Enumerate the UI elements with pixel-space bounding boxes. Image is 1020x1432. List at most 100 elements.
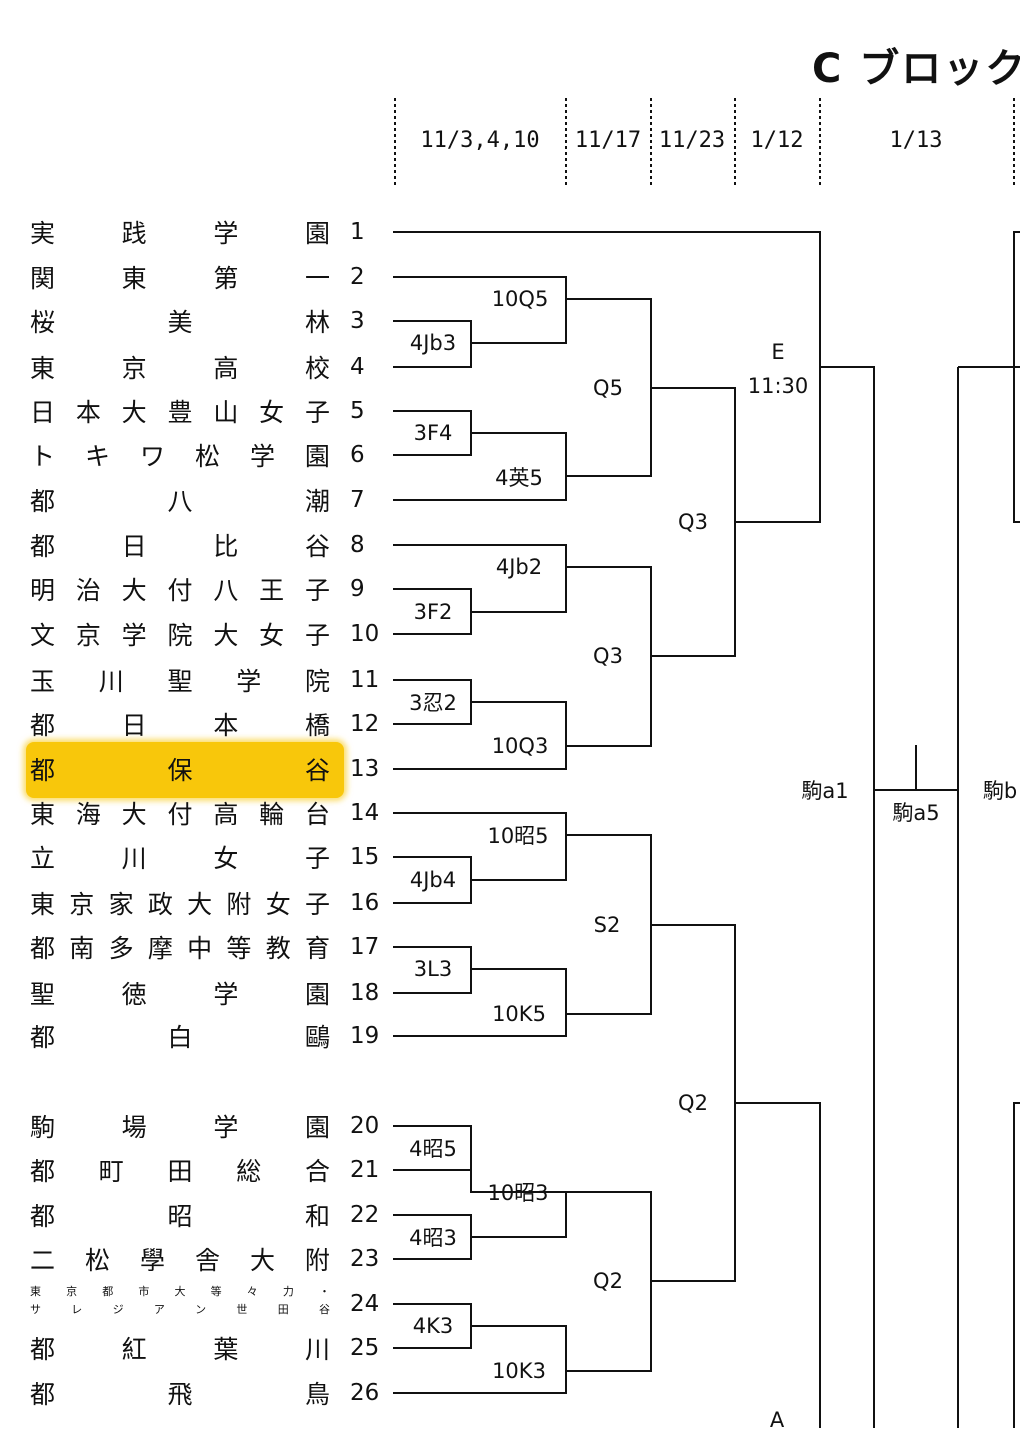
team-char: 育 — [304, 934, 330, 963]
team-char: 立 — [30, 844, 56, 873]
team-char: 京 — [69, 890, 95, 919]
team-char: 鷗 — [304, 1023, 330, 1052]
team-name: 都日比谷 — [30, 525, 330, 565]
team-number: 25 — [350, 1335, 380, 1361]
team-number: 3 — [350, 308, 365, 334]
team-number: 15 — [350, 844, 380, 870]
match-label: 3L3 — [413, 957, 453, 981]
team-number: 18 — [350, 980, 380, 1006]
match-label: 4Jb2 — [495, 555, 543, 579]
team-char: 日 — [30, 398, 56, 427]
team-char: 摩 — [147, 934, 173, 963]
team-char: 王 — [259, 576, 285, 605]
team-char: 川 — [304, 1335, 330, 1364]
team-number: 8 — [350, 532, 365, 558]
team-name: 日本大豊山女子 — [30, 391, 330, 431]
match-label: Q2 — [678, 1091, 708, 1115]
team-name: 都保谷 — [30, 749, 330, 789]
team-char: 聖 — [30, 980, 56, 1009]
team-char: 比 — [213, 532, 239, 561]
team-char: 女 — [213, 844, 239, 873]
team-number: 11 — [350, 667, 380, 693]
team-char: 學 — [139, 1246, 165, 1275]
team-char: 場 — [121, 1113, 147, 1142]
team-char: 文 — [30, 621, 56, 650]
team-char: 治 — [75, 576, 101, 605]
team-name: 明治大付八王子 — [30, 569, 330, 609]
team-char: ジ — [112, 1303, 124, 1316]
team-char: 園 — [304, 442, 330, 471]
team-char: 徳 — [121, 980, 147, 1009]
team-name: 都白鷗 — [30, 1016, 330, 1056]
team-char: 潮 — [304, 487, 330, 516]
team-char: 保 — [167, 756, 193, 785]
team-char: 大 — [174, 1285, 186, 1298]
team-char: 二 — [30, 1246, 56, 1275]
match-label: Q5 — [593, 376, 623, 400]
match-label: 4Jb4 — [409, 868, 457, 892]
match-label: 4Jb3 — [409, 331, 457, 355]
team-char: 大 — [121, 398, 147, 427]
team-char: 鳥 — [304, 1380, 330, 1409]
team-name: 都飛鳥 — [30, 1373, 330, 1413]
team-char: 明 — [30, 576, 56, 605]
team-char: 大 — [249, 1246, 275, 1275]
team-number: 24 — [350, 1291, 380, 1317]
team-char: 葉 — [213, 1335, 239, 1364]
team-char: 院 — [304, 667, 330, 696]
team-name: 都日本橋 — [30, 704, 330, 744]
team-char: 中 — [187, 934, 213, 963]
team-char: 大 — [187, 890, 213, 919]
team-char: 都 — [30, 1380, 56, 1409]
team-char: 大 — [121, 800, 147, 829]
team-char: 東 — [30, 354, 56, 383]
team-number: 5 — [350, 398, 365, 424]
team-char: 高 — [213, 800, 239, 829]
team-char: 八 — [213, 576, 239, 605]
team-char: 飛 — [167, 1380, 193, 1409]
team-name: 都南多摩中等教育 — [30, 927, 330, 967]
team-char: ワ — [139, 442, 165, 471]
team-char: 東 — [30, 800, 56, 829]
team-char: 大 — [213, 621, 239, 650]
date-round4: 1/12 — [750, 128, 804, 153]
team-char: 美 — [167, 308, 193, 337]
team-name: トキワ松学園 — [30, 435, 330, 475]
team-char: 合 — [304, 1157, 330, 1186]
team-number: 21 — [350, 1157, 380, 1183]
team-char: 世 — [236, 1303, 248, 1316]
team-number: 10 — [350, 621, 380, 647]
team-char: 園 — [304, 219, 330, 248]
team-char: 豊 — [167, 398, 193, 427]
team-number: 14 — [350, 800, 380, 826]
team-char: ・ — [319, 1285, 330, 1298]
team-name: 関東第一 — [30, 257, 330, 297]
venue-label: 駒a5 — [892, 801, 940, 825]
team-number: 4 — [350, 354, 365, 380]
match-label: 4英5 — [495, 466, 543, 490]
team-char: 桜 — [30, 308, 56, 337]
team-char: 家 — [108, 890, 134, 919]
team-char: 八 — [167, 487, 193, 516]
team-char: 海 — [75, 800, 101, 829]
match-label: 3F4 — [413, 421, 453, 445]
team-char: ン — [195, 1303, 207, 1316]
date-round1: 11/3,4,10 — [420, 128, 540, 153]
match-label: 10Q3 — [491, 734, 549, 758]
block-title: C ブロック — [812, 46, 1020, 92]
team-char: 都 — [30, 1335, 56, 1364]
team-char: 校 — [304, 354, 330, 383]
team-char: 本 — [213, 711, 239, 740]
team-char: 大 — [121, 576, 147, 605]
team-char: 田 — [277, 1303, 289, 1316]
team-number: 23 — [350, 1246, 380, 1272]
team-char: 学 — [213, 980, 239, 1009]
match-label: Q3 — [678, 510, 708, 534]
team-char: 付 — [167, 800, 193, 829]
team-name: 東京高校 — [30, 347, 330, 387]
team-char: ト — [30, 442, 56, 471]
team-number: 2 — [350, 264, 365, 290]
team-char: 南 — [69, 934, 95, 963]
team-char: キ — [84, 442, 110, 471]
team-number: 7 — [350, 487, 365, 513]
